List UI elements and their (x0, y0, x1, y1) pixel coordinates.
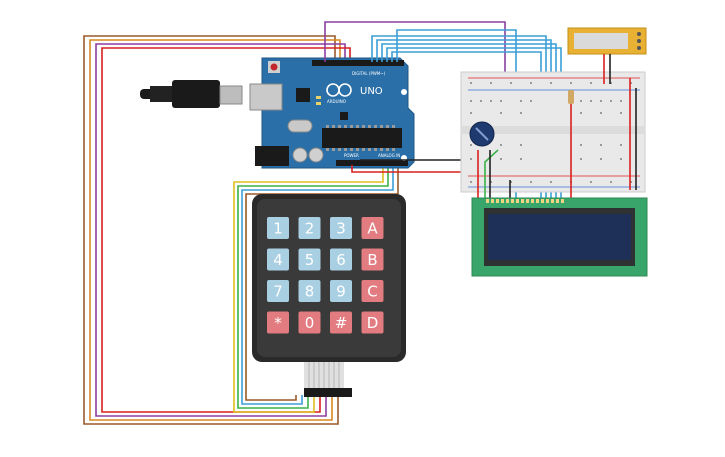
wire-brown-2 (245, 165, 399, 401)
analog-header (336, 160, 408, 166)
keypad-key-face (361, 217, 384, 239)
keypad-key[interactable]: A (361, 217, 384, 239)
keypad-key[interactable]: 6 (330, 248, 352, 271)
power-jack (255, 146, 289, 166)
keypad-key-label: 1 (273, 220, 283, 238)
lcd-display (471, 197, 648, 277)
keypad-key[interactable]: 4 (267, 248, 289, 271)
keypad-key-face (330, 217, 352, 239)
potentiometer (469, 121, 495, 147)
keypad-key[interactable]: * (267, 311, 289, 334)
digital-label: DIGITAL (PWM~) (352, 71, 386, 76)
keypad-key-label: 8 (305, 283, 315, 301)
keypad-key-face (267, 280, 289, 302)
keypad-key-label: A (367, 220, 378, 238)
keypad-key-label: B (367, 251, 377, 269)
keypad-key[interactable]: D (361, 311, 384, 334)
keypad-key-face (267, 311, 289, 334)
keypad-4x4: 1 2 3 A 4 5 6 B 7 8 9 C * 0 # D (252, 194, 406, 397)
keypad-connector (304, 388, 352, 397)
keypad-key-label: 7 (273, 283, 283, 301)
wire-red (101, 47, 351, 413)
digital-header (312, 60, 404, 66)
keypad-key[interactable]: # (330, 311, 352, 334)
wire-yellow (233, 165, 384, 413)
keypad-key-label: D (367, 314, 379, 332)
board-brand: ARDUINO (327, 99, 346, 104)
analog-label: ANALOG IN (378, 153, 400, 158)
lcd-screen (488, 214, 631, 260)
keypad-key-label: 5 (305, 251, 315, 269)
keypad-key-face (267, 248, 289, 271)
keypad-key-label: # (335, 314, 348, 332)
usb-cable (140, 80, 243, 108)
breadboard (460, 71, 646, 200)
atmega-chip (322, 128, 402, 148)
usb-port (249, 83, 283, 111)
keypad-key-label: * (274, 314, 282, 332)
keypad-key-face (330, 248, 352, 271)
keypad-key-face (361, 248, 384, 271)
keypad-key-face (298, 280, 321, 302)
keypad-key[interactable]: C (361, 280, 384, 302)
keypad-key-label: C (367, 283, 377, 301)
keypad-key-face (267, 217, 289, 239)
keypad-key-face (298, 248, 321, 271)
keypad-key[interactable]: 2 (298, 217, 321, 239)
sensor-module (567, 27, 647, 84)
wire-blue (241, 165, 394, 405)
keypad-key[interactable]: 8 (298, 280, 321, 302)
keypad-key-label: 9 (336, 283, 346, 301)
wire-green (237, 165, 389, 409)
keypad-key[interactable]: 9 (330, 280, 352, 302)
keypad-key-face (361, 280, 384, 302)
keypad-key-face (330, 311, 352, 334)
keypad-key[interactable]: 3 (330, 217, 352, 239)
keypad-key-face (361, 311, 384, 334)
resistor (568, 90, 574, 104)
keypad-key[interactable]: 7 (267, 280, 289, 302)
keypad-key-label: 6 (336, 251, 346, 269)
keypad-key-face (298, 217, 321, 239)
keypad-key-label: 3 (336, 220, 346, 238)
wire-purple (95, 43, 346, 417)
keypad-key-label: 4 (273, 251, 283, 269)
keypad-key-face (330, 280, 352, 302)
keypad-key[interactable]: 5 (298, 248, 321, 271)
board-name: UNO (360, 86, 383, 97)
keypad-key-label: 2 (305, 220, 315, 238)
keypad-key[interactable]: 0 (298, 311, 321, 334)
arduino-logo (326, 83, 352, 97)
keypad-key[interactable]: 1 (267, 217, 289, 239)
keypad-key-label: 0 (305, 314, 315, 332)
keypad-key[interactable]: B (361, 248, 384, 271)
power-label: POWER (344, 153, 359, 158)
keypad-wire-bundle (76, 30, 399, 432)
arduino-uno-board: UNO ARDUINO DIGITAL (PWM~) POWER ANALOG … (249, 57, 415, 169)
keypad-key-face (298, 311, 321, 334)
